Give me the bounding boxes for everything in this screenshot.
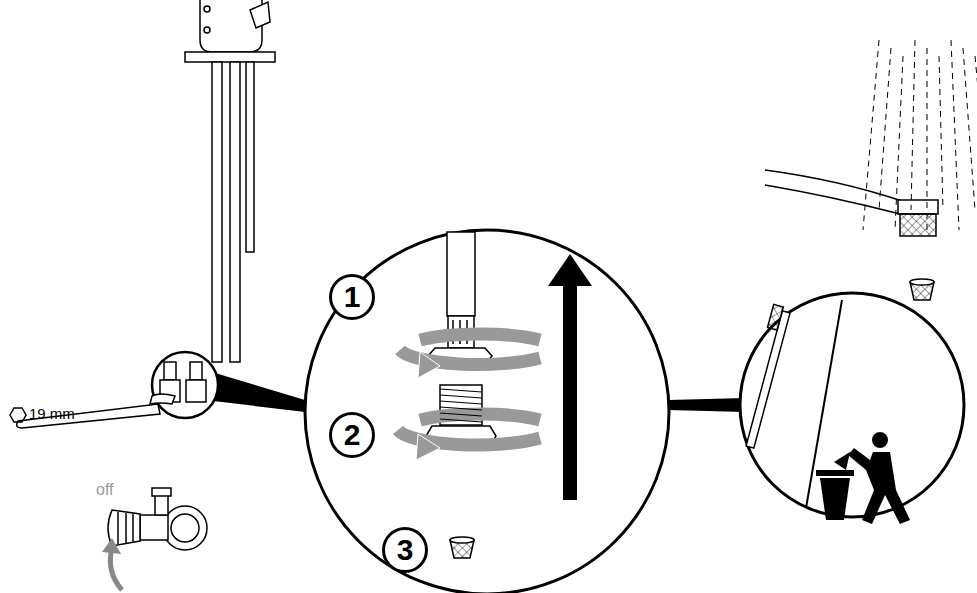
faucet	[185, 0, 275, 362]
callout-circle: 1	[329, 274, 375, 320]
detail-circle-right	[736, 293, 964, 524]
dimension: 19 mm	[29, 406, 75, 423]
detail-circle-small	[150, 352, 305, 418]
callout-number: 3	[397, 535, 414, 565]
callout-circle: 3	[382, 527, 428, 573]
callout-number: 1	[344, 282, 361, 312]
detail-circle-large	[305, 230, 745, 593]
hex-icon	[10, 408, 26, 422]
wrench	[17, 404, 160, 428]
callout-circle: 2	[329, 412, 375, 458]
shutoff-valve	[102, 488, 207, 590]
callout-number: 2	[344, 420, 361, 450]
valve-state: off	[96, 481, 114, 499]
brush-rinse	[765, 40, 977, 300]
